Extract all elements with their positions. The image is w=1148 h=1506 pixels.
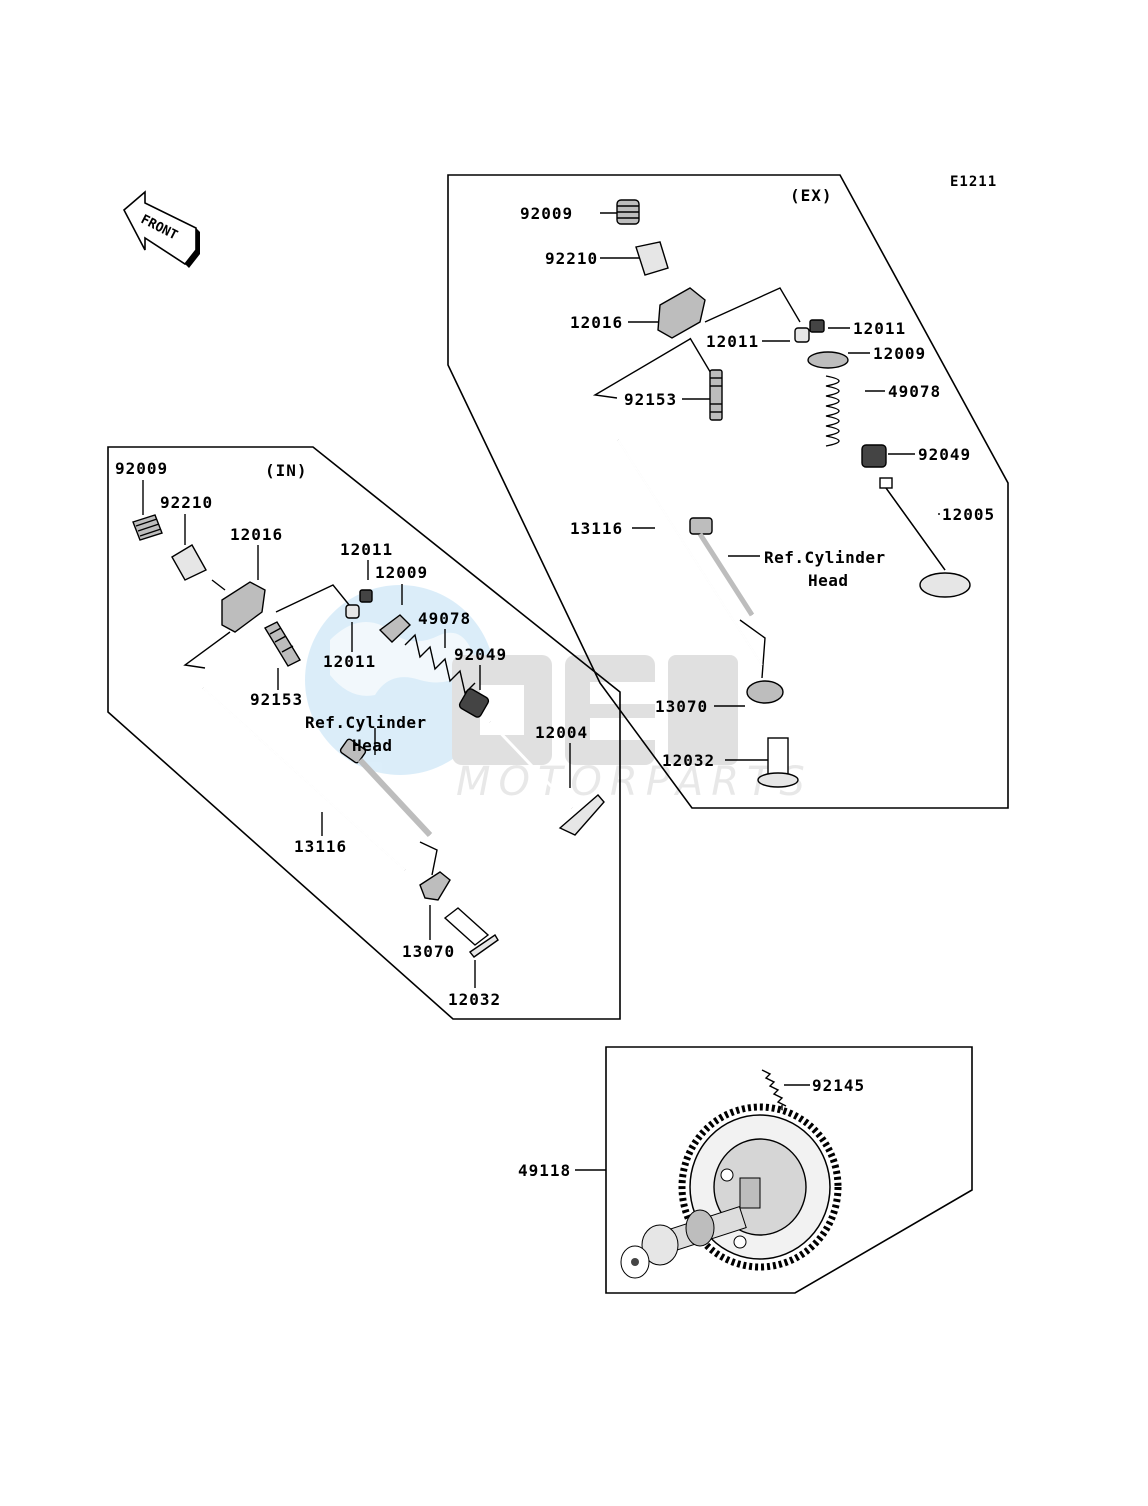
camshaft-frame [605, 1046, 973, 1294]
ex-ref-cylinder-head-line2: Head [808, 571, 849, 590]
exhaust-group: (EX) [447, 174, 1009, 809]
ex-spring-retainer [807, 351, 849, 369]
ex-label-12016: 12016 [570, 313, 623, 332]
ex-push-rod-guide [746, 680, 784, 704]
intake-group: (IN) [107, 446, 621, 1020]
in-label-92210: 92210 [160, 493, 213, 512]
ex-label-12011-a: 12011 [853, 319, 906, 338]
camshaft-shaft [620, 1206, 747, 1279]
ex-label-12032: 12032 [662, 751, 715, 770]
ex-valve-seal [861, 444, 887, 468]
front-arrow-icon: FRONT [122, 190, 200, 268]
in-valve [488, 720, 605, 836]
in-push-rod [202, 687, 406, 871]
in-adjuster-nut [171, 544, 207, 581]
ex-adjuster-screw [616, 199, 640, 225]
in-label-13116: 13116 [294, 837, 347, 856]
in-label-12016: 12016 [230, 525, 283, 544]
in-label-12009: 12009 [375, 563, 428, 582]
intake-title: (IN) [265, 461, 308, 480]
ex-label-13116: 13116 [570, 519, 623, 538]
ex-label-12011-b: 12011 [706, 332, 759, 351]
in-label-13070: 13070 [402, 942, 455, 961]
in-valve-spring [404, 633, 476, 695]
watermark-globe-land [330, 622, 475, 696]
in-label-12004: 12004 [535, 723, 588, 742]
ex-cylinder-head-bolt [689, 517, 755, 617]
in-label-12011-a: 12011 [340, 540, 393, 559]
in-push-rod-guide [419, 871, 451, 901]
ex-label-12009: 12009 [873, 344, 926, 363]
in-label-92153: 92153 [250, 690, 303, 709]
exhaust-frame [447, 174, 1009, 809]
in-label-49078: 49078 [418, 609, 471, 628]
in-ref-cylinder-head-line1: Ref.Cylinder [305, 713, 427, 732]
camshaft-group: 92145 49118 [518, 1046, 973, 1294]
ex-adjuster-nut [635, 241, 669, 276]
in-ref-cylinder-head-line2: Head [352, 736, 393, 755]
camshaft-label-92145: 92145 [812, 1076, 865, 1095]
ex-collet-a [794, 327, 810, 343]
in-label-92049: 92049 [454, 645, 507, 664]
diagram-code: E1211 [950, 174, 997, 190]
ex-valve-spring [825, 375, 840, 447]
exhaust-title: (EX) [790, 186, 833, 205]
ex-pivot-stud [709, 369, 723, 421]
in-label-12011-b: 12011 [323, 652, 376, 671]
in-rocker-arm [221, 581, 266, 633]
ex-push-rod [617, 439, 763, 666]
ex-label-13070: 13070 [655, 697, 708, 716]
ex-collet-b [809, 319, 825, 333]
in-spring-retainer [378, 614, 412, 643]
camshaft-label-49118: 49118 [518, 1161, 571, 1180]
ex-label-12005: 12005 [942, 505, 995, 524]
in-label-92009: 92009 [115, 459, 168, 478]
ex-label-92049: 92049 [918, 445, 971, 464]
ex-valve [879, 477, 971, 598]
ex-tappet [757, 737, 799, 788]
in-cylinder-head-bolt [339, 738, 433, 838]
in-collet-b [345, 604, 360, 619]
in-pivot-stud [264, 621, 301, 667]
watermark: MOTORPARTS [305, 585, 813, 805]
in-adjuster-screw [132, 514, 163, 541]
watermark-subtitle: MOTORPARTS [456, 759, 813, 805]
ex-label-92009: 92009 [520, 204, 573, 223]
in-collet-a [359, 589, 373, 603]
ex-label-49078: 49078 [888, 382, 941, 401]
ex-label-92153: 92153 [624, 390, 677, 409]
ex-rocker-arm [657, 287, 706, 339]
camshaft-spring [761, 1069, 787, 1107]
intake-frame [107, 446, 621, 1020]
ex-ref-cylinder-head-line1: Ref.Cylinder [764, 548, 886, 567]
in-tappet [443, 907, 499, 958]
ex-label-92210: 92210 [545, 249, 598, 268]
in-valve-seal [458, 688, 490, 718]
in-label-12032: 12032 [448, 990, 501, 1009]
